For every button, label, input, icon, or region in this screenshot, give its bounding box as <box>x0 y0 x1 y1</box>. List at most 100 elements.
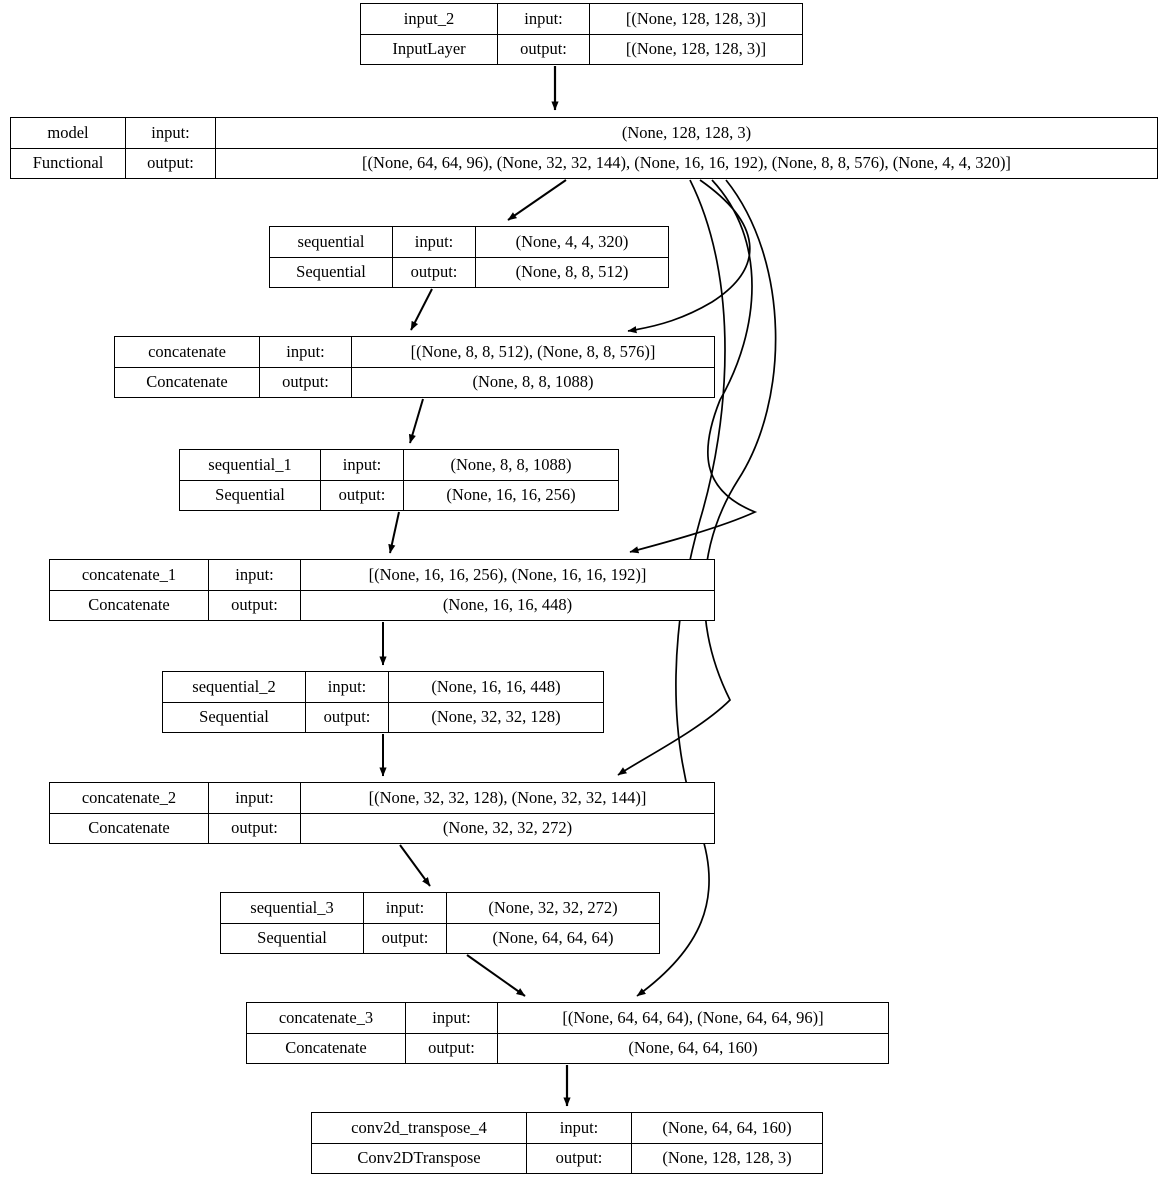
node-layer-name: sequential <box>270 227 393 257</box>
node-input-shape: (None, 4, 4, 320) <box>515 231 629 251</box>
node-output-shape: (None, 8, 8, 1088) <box>472 372 594 391</box>
node-output-label: output: <box>209 590 301 620</box>
node-output-shape: [(None, 64, 64, 96), (None, 32, 32, 144)… <box>362 153 1011 172</box>
node-output-shape: (None, 128, 128, 3) <box>662 1148 792 1167</box>
node-input-label: input: <box>306 672 389 702</box>
node-output-label: output: <box>321 480 404 510</box>
node-class-name: Sequential <box>163 702 306 732</box>
node-layer-name: sequential_1 <box>180 450 321 480</box>
node-input-shape: [(None, 64, 64, 64), (None, 64, 64, 96)] <box>562 1007 824 1027</box>
node-input-label: input: <box>498 4 590 34</box>
node-input-shape: [(None, 128, 128, 3)] <box>625 8 767 28</box>
node-input-shape: (None, 128, 128, 3) <box>621 122 752 142</box>
node-class-name: Functional <box>11 148 126 178</box>
node-output-label: output: <box>126 148 216 178</box>
node-input-label: input: <box>126 118 216 148</box>
node-output-label: output: <box>260 367 352 397</box>
node-output-shape: (None, 8, 8, 512) <box>515 262 629 281</box>
node-input-shape: [(None, 32, 32, 128), (None, 32, 32, 144… <box>368 787 647 807</box>
node-layer-name: conv2d_transpose_4 <box>312 1113 527 1143</box>
node-input-shape: [(None, 8, 8, 512), (None, 8, 8, 576)] <box>410 341 656 361</box>
edge-concatenate-to-sequential1 <box>408 398 424 444</box>
node-input-label: input: <box>393 227 476 257</box>
node-input-shape: (None, 8, 8, 1088) <box>450 454 572 474</box>
node-class-name: Sequential <box>221 923 364 953</box>
node-input-shape: (None, 16, 16, 448) <box>431 676 561 696</box>
node-class-name: Concatenate <box>50 590 209 620</box>
node-layer-name: sequential_2 <box>163 672 306 702</box>
node-input-label: input: <box>260 337 352 367</box>
node-output-shape: (None, 64, 64, 160) <box>628 1038 758 1057</box>
node-output-shape: (None, 32, 32, 272) <box>442 818 573 837</box>
node-input-label: input: <box>209 783 301 813</box>
node-input-label: input: <box>364 893 447 923</box>
node-output-label: output: <box>498 34 590 64</box>
edge-model-to-sequential <box>507 179 567 221</box>
edge-sequential1-to-concatenate1 <box>388 511 400 554</box>
node-output-shape: (None, 16, 16, 448) <box>442 595 573 614</box>
node-input-label: input: <box>527 1113 632 1143</box>
node-input-label: input: <box>209 560 301 590</box>
node-output-label: output: <box>527 1143 632 1173</box>
node-layer-name: input_2 <box>361 4 498 34</box>
node-input-shape: (None, 64, 64, 160) <box>662 1117 792 1137</box>
node-class-name: Concatenate <box>247 1033 406 1063</box>
node-output-label: output: <box>406 1033 498 1063</box>
node-output-label: output: <box>306 702 389 732</box>
node-class-name: Sequential <box>270 257 393 287</box>
node-layer-name: concatenate_1 <box>50 560 209 590</box>
node-output-shape: [(None, 128, 128, 3)] <box>625 39 767 58</box>
node-output-shape: (None, 16, 16, 256) <box>446 485 576 504</box>
node-class-name: InputLayer <box>361 34 498 64</box>
node-input-label: input: <box>321 450 404 480</box>
node-output-shape: (None, 32, 32, 128) <box>431 707 561 726</box>
node-class-name: Concatenate <box>50 813 209 843</box>
edge-concatenate2-to-sequential3 <box>399 844 431 887</box>
node-class-name: Concatenate <box>115 367 260 397</box>
node-output-shape: (None, 64, 64, 64) <box>492 928 614 947</box>
node-input-shape: (None, 32, 32, 272) <box>488 897 618 917</box>
node-layer-name: concatenate_2 <box>50 783 209 813</box>
node-layer-name: sequential_3 <box>221 893 364 923</box>
node-layer-name: concatenate_3 <box>247 1003 406 1033</box>
node-output-label: output: <box>393 257 476 287</box>
edge-sequential3-to-concatenate3 <box>466 954 526 997</box>
node-input-label: input: <box>406 1003 498 1033</box>
node-class-name: Sequential <box>180 480 321 510</box>
node-input-shape: [(None, 16, 16, 256), (None, 16, 16, 192… <box>368 564 647 584</box>
edge-sequential-to-concatenate <box>410 288 433 331</box>
